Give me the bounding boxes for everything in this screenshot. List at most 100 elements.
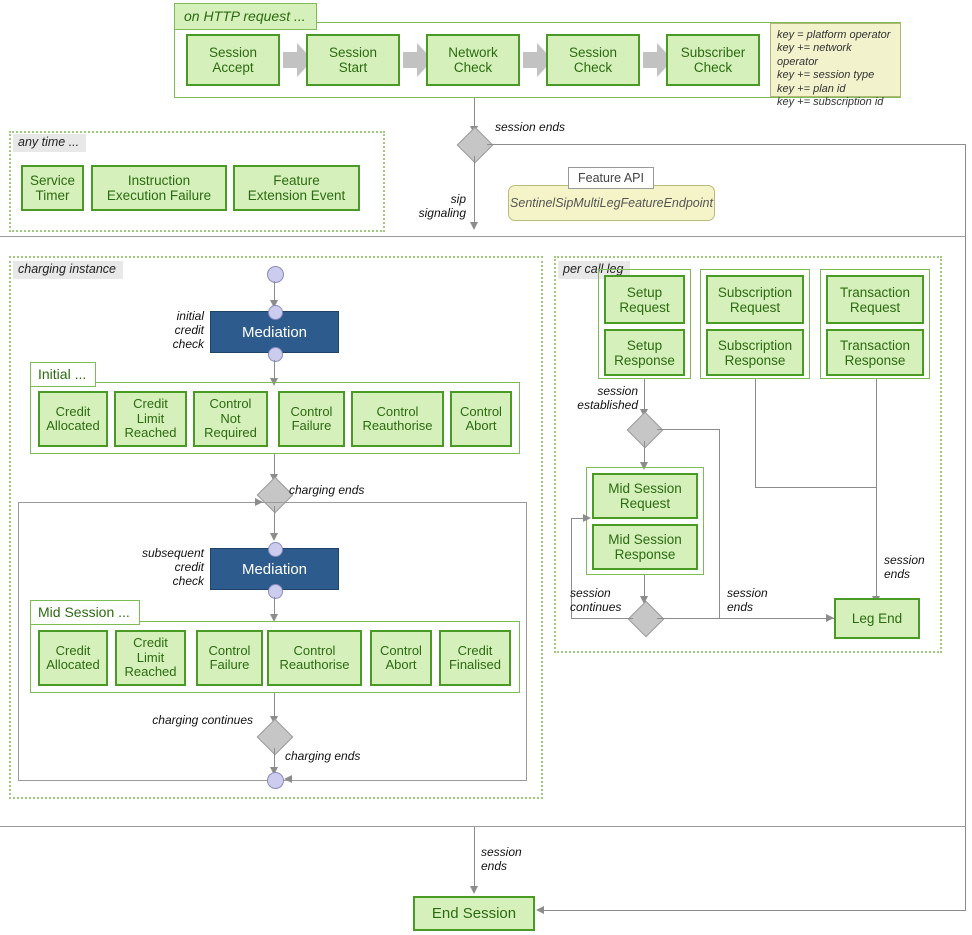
node-mid-credit-limit-reached[interactable]: Credit Limit Reached bbox=[115, 630, 186, 686]
node-setup-response[interactable]: Setup Response bbox=[604, 329, 685, 376]
edge-mediation-2-to-mid-session-arrow bbox=[269, 614, 278, 622]
mediation-subsequent-out-pin bbox=[268, 584, 283, 599]
edge-decision-to-mid-session-request-arrow bbox=[639, 462, 648, 470]
node-end-session[interactable]: End Session bbox=[413, 896, 535, 931]
edge-session-continues-bottom bbox=[571, 618, 633, 619]
edge-to-end-session bbox=[474, 827, 475, 890]
edge-decision-to-charging-end-pin bbox=[274, 748, 275, 771]
node-mid-session-request[interactable]: Mid Session Request bbox=[592, 473, 698, 519]
node-mediation-subsequent[interactable]: Mediation bbox=[210, 548, 339, 590]
lane-separator-bottom bbox=[0, 826, 966, 827]
node-session-check[interactable]: Session Check bbox=[546, 34, 640, 86]
edge-decision-to-mid-session-request bbox=[644, 441, 645, 465]
node-instruction-execution-failure[interactable]: Instruction Execution Failure bbox=[91, 165, 227, 211]
subscription-column-frame bbox=[700, 269, 810, 379]
label-session-established: session established bbox=[577, 384, 638, 412]
any-time-group-tab: any time ... bbox=[13, 134, 87, 152]
mediation-initial-out-pin bbox=[268, 347, 283, 362]
node-initial-control-not-required[interactable]: Control Not Required bbox=[193, 391, 268, 447]
charging-key-note: key = platform operator key += network o… bbox=[770, 23, 901, 108]
edge-start-to-mediation bbox=[274, 281, 275, 304]
edge-mid-session-to-leg-decision bbox=[644, 575, 645, 600]
node-initial-control-failure[interactable]: Control Failure bbox=[278, 391, 345, 447]
label-session-ends-right: session ends bbox=[884, 553, 925, 581]
node-leg-end[interactable]: Leg End bbox=[834, 598, 920, 639]
node-subscription-request[interactable]: Subscription Request bbox=[706, 275, 804, 324]
node-mid-credit-allocated[interactable]: Credit Allocated bbox=[38, 630, 108, 686]
node-subscription-response[interactable]: Subscription Response bbox=[706, 329, 804, 376]
node-initial-credit-allocated[interactable]: Credit Allocated bbox=[38, 391, 108, 447]
edge-session-ends-to-leg-end bbox=[657, 618, 834, 619]
label-subsequent-credit-check: subsequent credit check bbox=[141, 546, 204, 588]
edge-session-continues-top bbox=[571, 518, 585, 519]
edge-right-rail-vertical bbox=[965, 144, 966, 910]
edge-established-legend-rail-vertical bbox=[719, 429, 720, 618]
mid-session-group-tab: Mid Session ... bbox=[30, 600, 140, 625]
edge-sip-signaling bbox=[474, 156, 475, 226]
transaction-column-frame bbox=[820, 269, 930, 379]
per-call-leg-frame bbox=[554, 256, 942, 653]
label-session-continues: session continues bbox=[570, 586, 622, 614]
node-transaction-response[interactable]: Transaction Response bbox=[826, 329, 924, 376]
edge-established-to-legend-rail bbox=[657, 429, 719, 430]
edge-decision-to-right-rail bbox=[487, 144, 966, 145]
mediation-subsequent-in-pin bbox=[268, 542, 283, 557]
lane-separator-top bbox=[0, 236, 966, 237]
node-mid-control-failure[interactable]: Control Failure bbox=[196, 630, 263, 686]
node-subscriber-check[interactable]: Subscriber Check bbox=[666, 34, 760, 86]
feature-api-tab: Feature API bbox=[568, 167, 654, 189]
node-feature-extension-event[interactable]: Feature Extension Event bbox=[233, 165, 360, 211]
edge-sip-signaling-arrow bbox=[469, 222, 478, 230]
label-initial-credit-check: initial credit check bbox=[172, 309, 204, 351]
node-mid-credit-finalised[interactable]: Credit Finalised bbox=[439, 630, 511, 686]
node-session-start[interactable]: Session Start bbox=[306, 34, 400, 86]
edge-mediation-2-to-mid-session bbox=[274, 597, 275, 618]
charging-instance-frame bbox=[9, 256, 543, 799]
edge-transaction-rail bbox=[876, 379, 877, 601]
node-initial-credit-limit-reached[interactable]: Credit Limit Reached bbox=[114, 391, 187, 447]
per-call-leg-tab: per call leg bbox=[558, 261, 631, 279]
initial-group-frame bbox=[30, 382, 520, 454]
edge-session-ends-to-leg-end-arrow bbox=[826, 613, 834, 622]
http-request-group-tab: on HTTP request ... bbox=[174, 3, 317, 30]
charging-end-pin bbox=[267, 772, 284, 789]
label-charging-ends-1: charging ends bbox=[289, 483, 365, 497]
charging-instance-tab: charging instance bbox=[13, 261, 123, 279]
edge-decision-to-mediation-2 bbox=[274, 506, 275, 536]
setup-column-frame bbox=[598, 269, 691, 379]
edge-http-to-decision bbox=[474, 98, 475, 130]
edge-mid-session-to-decision bbox=[274, 693, 275, 720]
label-charging-ends-2: charging ends bbox=[285, 749, 361, 763]
edge-subscription-rail bbox=[755, 379, 756, 487]
label-session-ends-top: session ends bbox=[495, 120, 566, 134]
mediation-initial-in-pin bbox=[268, 305, 283, 320]
node-transaction-request[interactable]: Transaction Request bbox=[826, 275, 924, 324]
node-initial-control-abort[interactable]: Control Abort bbox=[450, 391, 512, 447]
initial-group-tab: Initial ... bbox=[30, 362, 97, 387]
node-mid-control-abort[interactable]: Control Abort bbox=[370, 630, 432, 686]
edge-session-continues-vertical bbox=[571, 518, 572, 618]
node-service-timer[interactable]: Service Timer bbox=[21, 165, 84, 211]
label-session-ends-bottom: session ends bbox=[481, 845, 522, 873]
edge-mediation-to-initial-group bbox=[274, 360, 275, 382]
edge-subscription-rail-join bbox=[755, 487, 876, 488]
edge-loop-right-to-end-pin-arrow bbox=[284, 775, 292, 783]
mid-session-group-frame bbox=[30, 621, 520, 693]
edge-decision-to-charging-end-pin-arrow bbox=[269, 767, 278, 775]
edge-session-continues-arrow bbox=[583, 513, 591, 522]
edge-loop-return-arrow bbox=[255, 497, 263, 506]
edge-start-to-mediation-arrow bbox=[269, 300, 278, 308]
node-initial-control-reauthorise[interactable]: Control Reauthorise bbox=[351, 391, 444, 447]
node-session-accept[interactable]: Session Accept bbox=[186, 34, 280, 86]
node-mid-session-response[interactable]: Mid Session Response bbox=[592, 524, 698, 570]
edge-right-rail-to-end-session-arrow bbox=[536, 905, 544, 914]
feature-api-body: SentinelSipMultiLegFeatureEndpoint bbox=[508, 185, 715, 221]
node-network-check[interactable]: Network Check bbox=[426, 34, 520, 86]
label-session-ends-mid: session ends bbox=[727, 586, 768, 614]
edge-setup-to-decision bbox=[644, 379, 645, 412]
node-mid-control-reauthorise[interactable]: Control Reauthorise bbox=[267, 630, 362, 686]
edge-to-end-session-arrow bbox=[469, 886, 478, 894]
any-time-group-frame bbox=[9, 131, 385, 232]
node-setup-request[interactable]: Setup Request bbox=[604, 275, 685, 324]
